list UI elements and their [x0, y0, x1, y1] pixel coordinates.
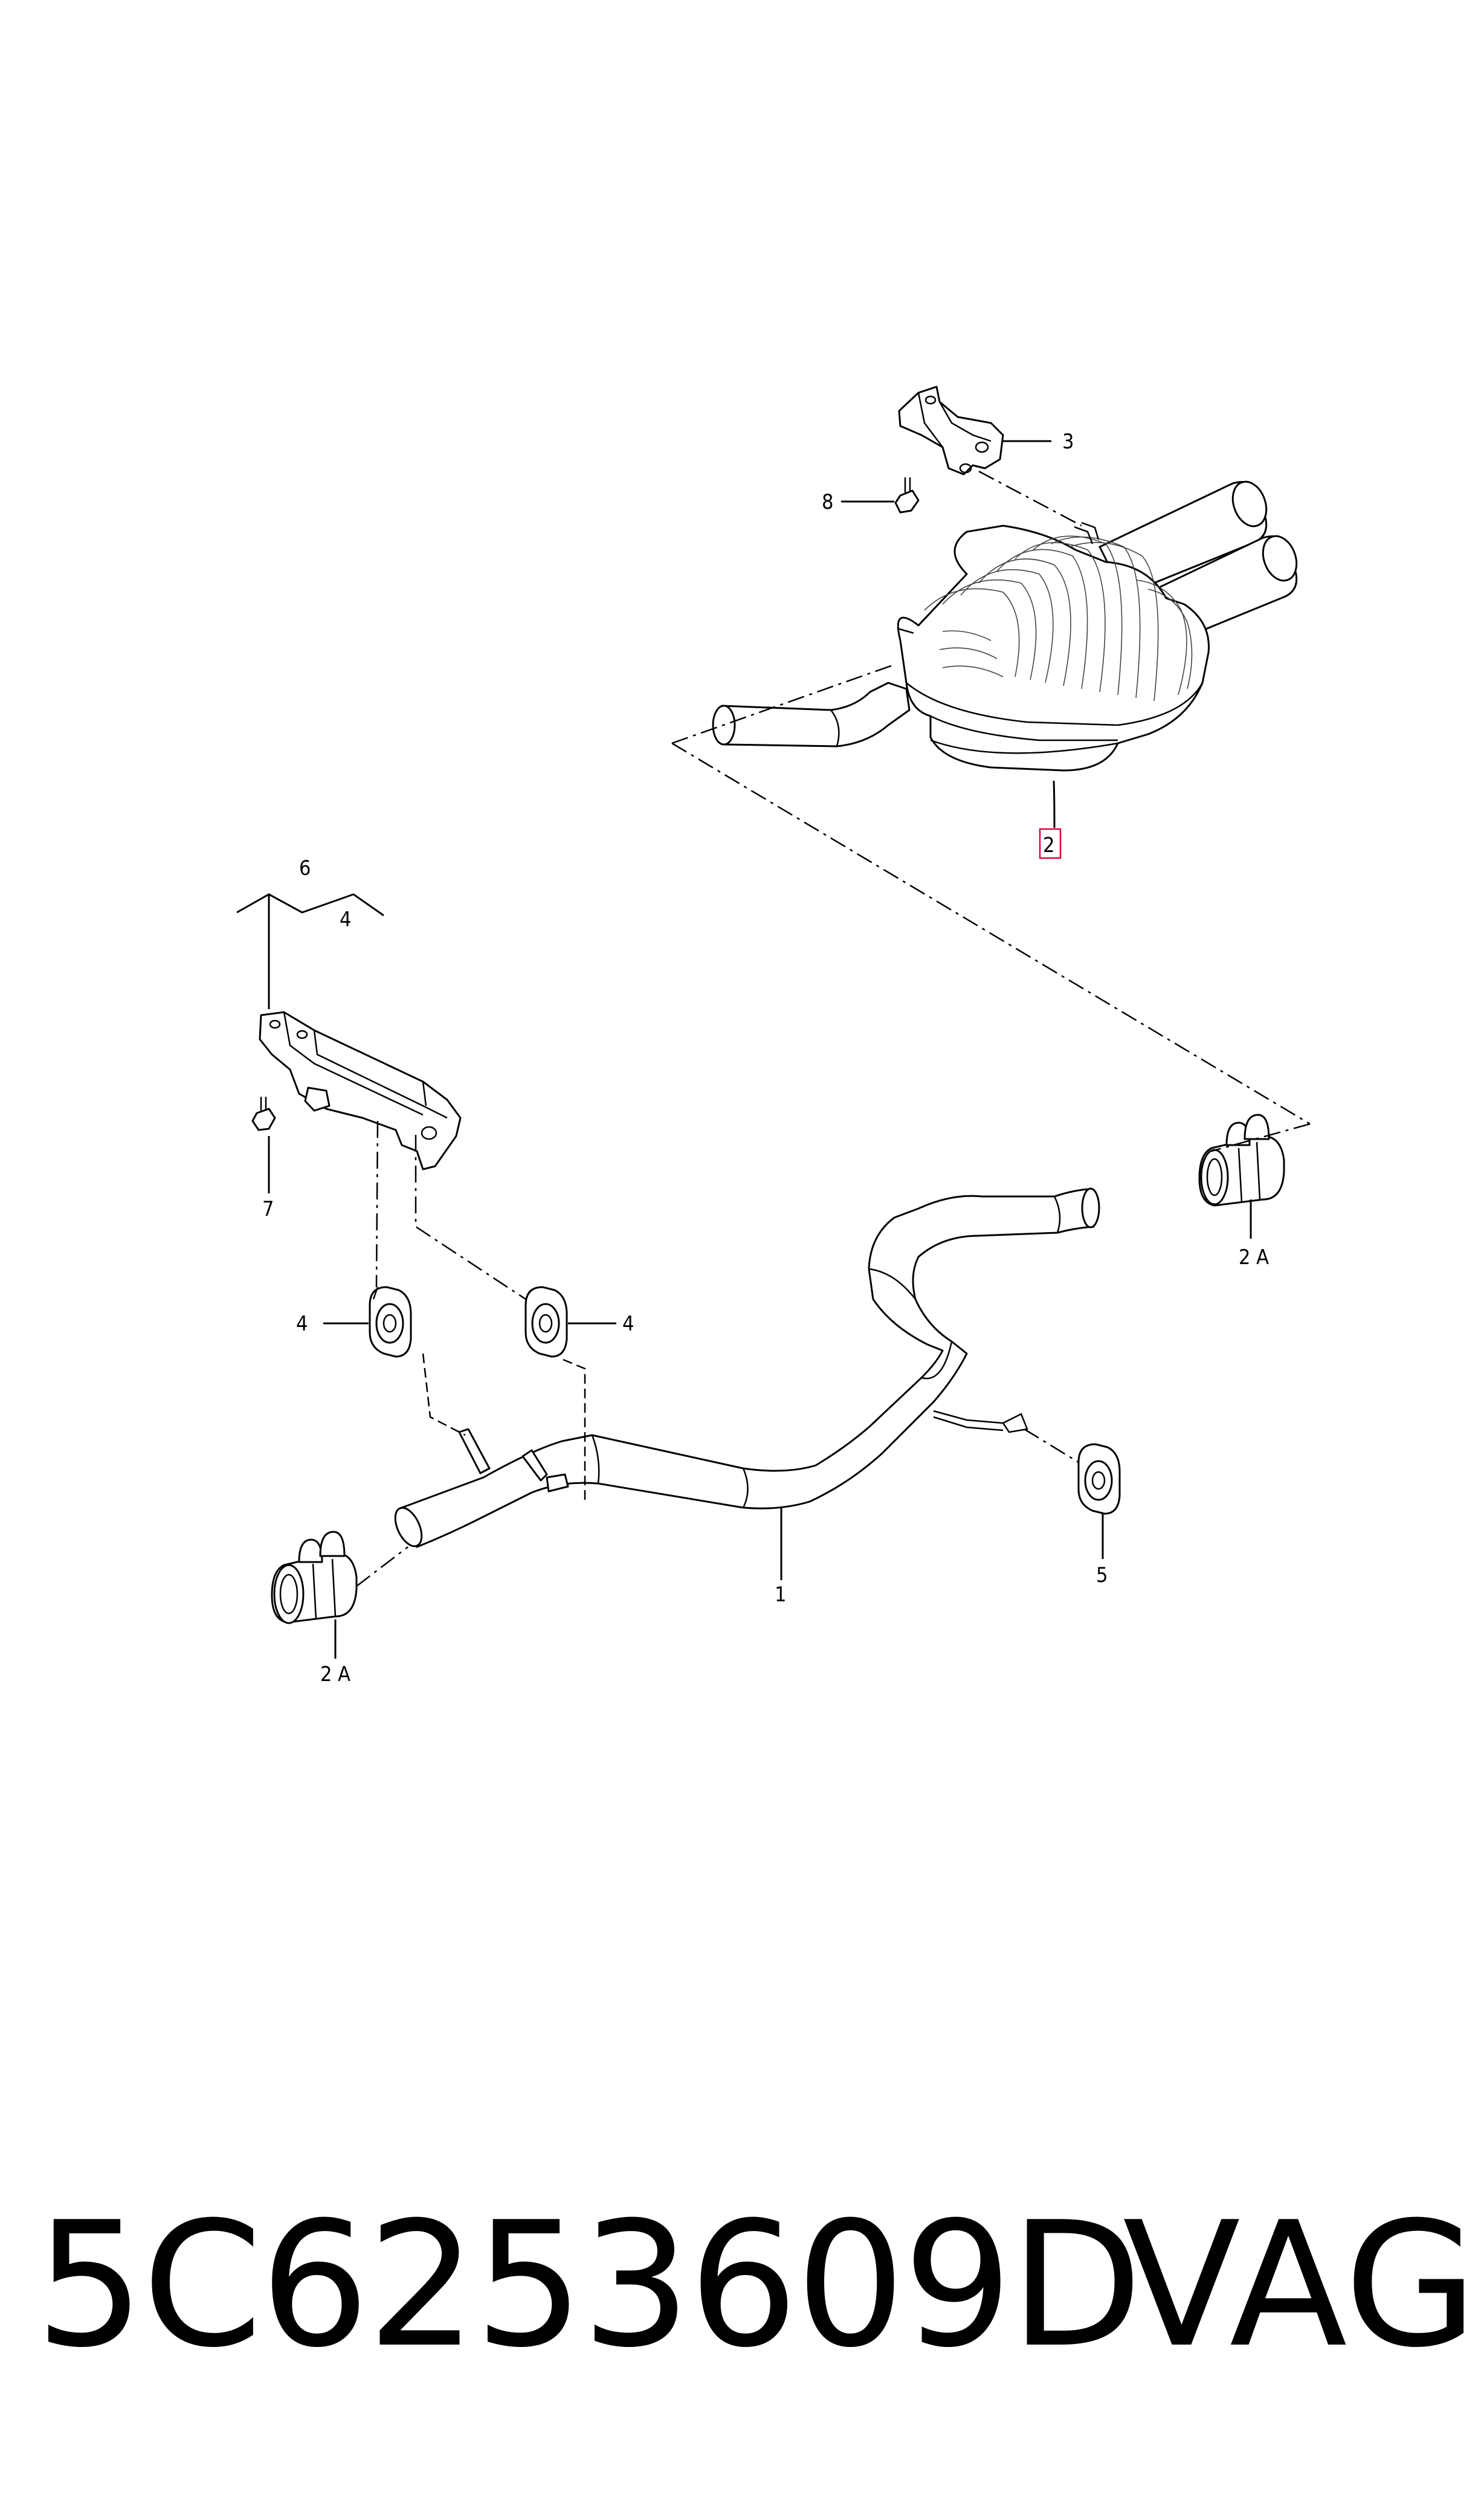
callout-4-top: 4: [340, 908, 351, 932]
callout-2: 2: [1043, 833, 1054, 857]
callout-2a-right: 2 A: [1239, 1245, 1269, 1270]
clamp-2a-right: [1198, 1114, 1285, 1207]
center-pipe: [394, 1187, 1100, 1548]
callout-5: 5: [1096, 1563, 1108, 1587]
brand-caption: VAG: [1123, 2185, 1478, 2386]
bolt-7: [251, 1097, 276, 1131]
rubber-mount-5: [1077, 1443, 1121, 1515]
heat-shield-ribs: [924, 535, 1193, 702]
callout-2-highlight: [1039, 828, 1062, 859]
callout-3: 3: [1062, 430, 1074, 454]
rear-muffler: [712, 480, 1298, 772]
assembly-lines: [356, 470, 1311, 1587]
callout-2a-left: 2 A: [320, 1662, 350, 1687]
part-number-caption: 5C6253609D: [35, 2185, 1143, 2386]
front-hanger-bracket: [259, 1011, 462, 1170]
callout-6: 6: [299, 856, 311, 880]
callout-4-left: 4: [296, 1312, 308, 1336]
rear-hanger-bracket: [898, 386, 1004, 476]
leader-lines: [236, 440, 1252, 1659]
rubber-mount-4-mid: [524, 1286, 568, 1358]
rubber-mount-4-left: [369, 1286, 412, 1358]
callout-labels: 3 8 2 6 4 7 4 4 2 A 1 5 2 A: [262, 430, 1269, 1687]
callout-1: 1: [775, 1583, 786, 1607]
bolt-8: [894, 477, 920, 514]
callout-7: 7: [262, 1197, 274, 1221]
callout-4-mid: 4: [622, 1312, 634, 1336]
callout-8: 8: [822, 490, 833, 514]
clamp-2a-left: [271, 1531, 358, 1624]
